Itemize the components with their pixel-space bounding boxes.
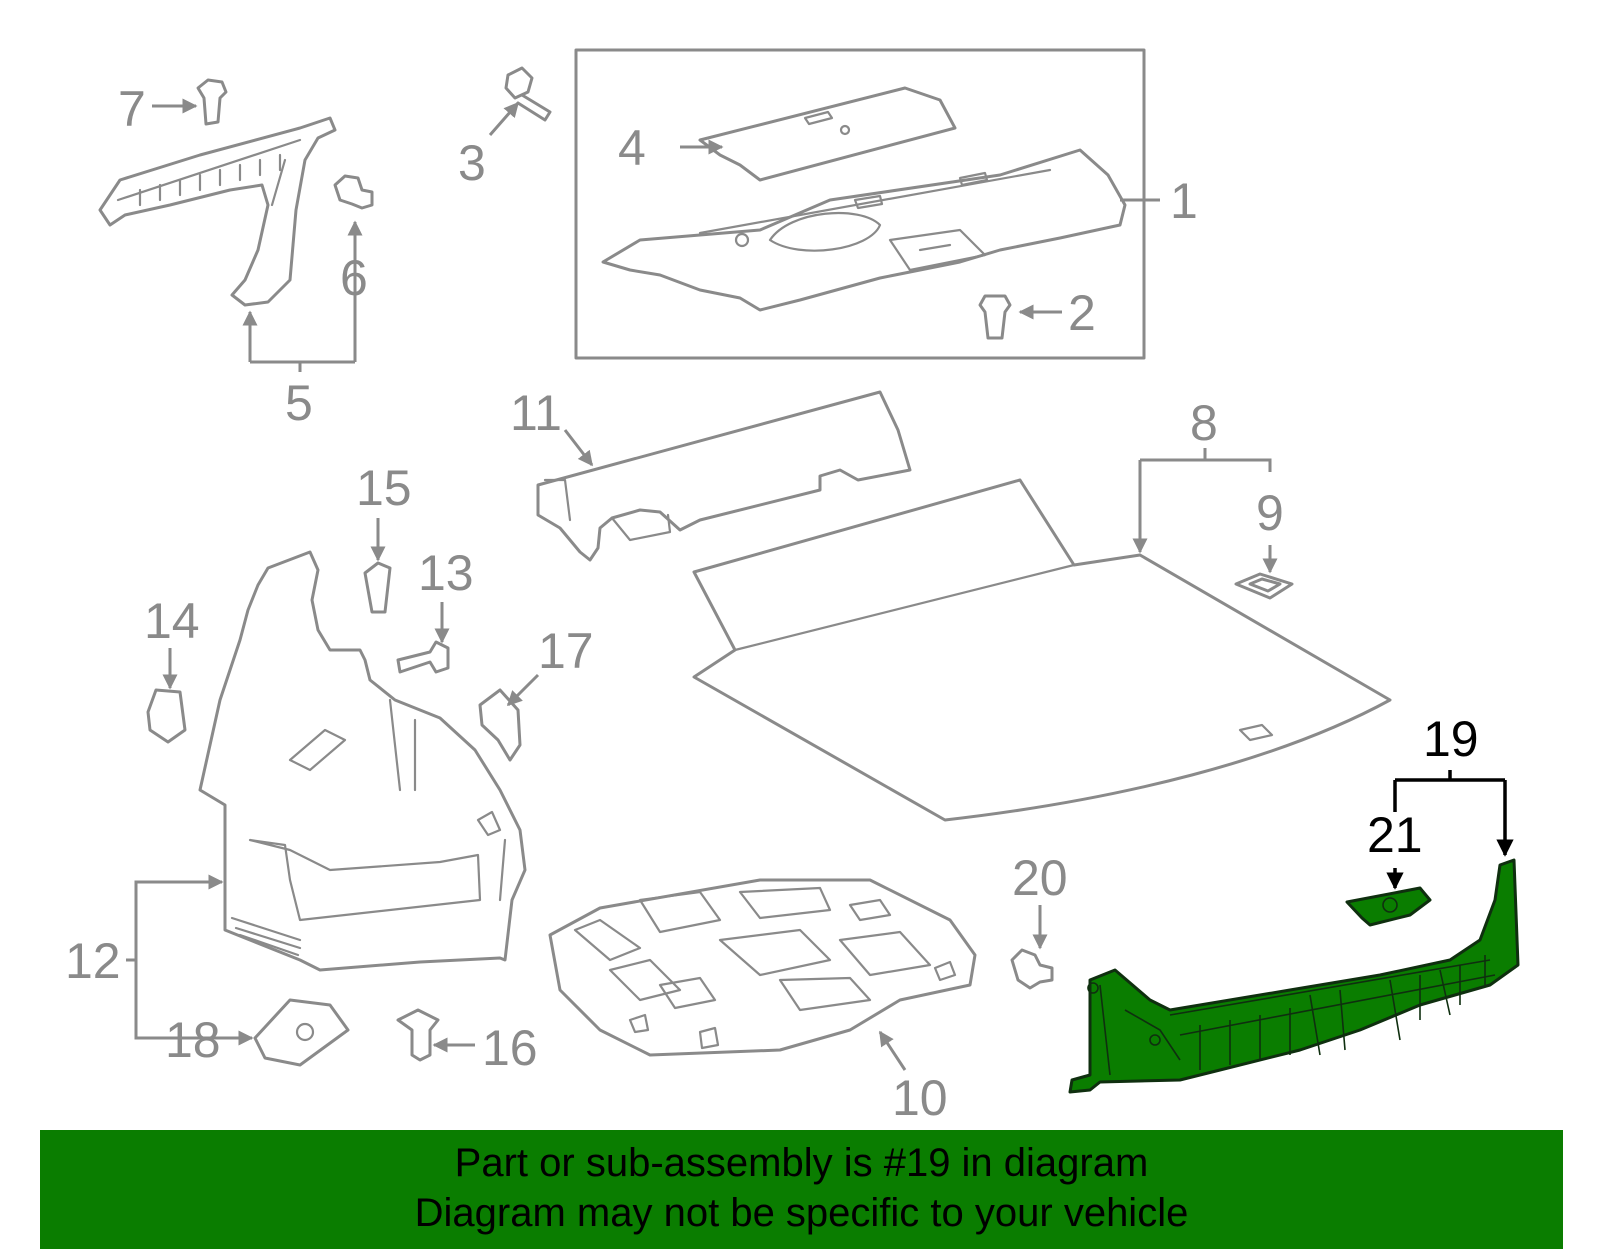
part-15-pin[interactable] bbox=[363, 561, 392, 614]
part-19-rear-sill-plate[interactable] bbox=[1068, 858, 1520, 1094]
part-8-cargo-mat[interactable] bbox=[692, 478, 1392, 822]
part-1-package-tray-trim[interactable] bbox=[601, 148, 1127, 312]
callout-2: 2 bbox=[1068, 285, 1096, 341]
part-13-screw[interactable] bbox=[396, 640, 450, 674]
part-5-bracket[interactable] bbox=[98, 116, 337, 307]
callout-10: 10 bbox=[892, 1070, 948, 1126]
info-banner: Part or sub-assembly is #19 in diagram D… bbox=[40, 1130, 1563, 1249]
banner-line-2: Diagram may not be specific to your vehi… bbox=[414, 1191, 1189, 1235]
callout-12: 12 bbox=[65, 933, 121, 989]
callout-11: 11 bbox=[510, 385, 562, 441]
callout-9: 9 bbox=[1256, 485, 1284, 541]
part-12-side-trim[interactable] bbox=[198, 550, 527, 972]
callout-4: 4 bbox=[618, 120, 646, 176]
callout-13: 13 bbox=[418, 545, 474, 601]
callout-3: 3 bbox=[458, 135, 486, 191]
part-16-clip[interactable] bbox=[396, 1008, 440, 1062]
callout-14: 14 bbox=[144, 593, 200, 649]
part-3-bolt[interactable] bbox=[504, 66, 552, 122]
callout-16: 16 bbox=[482, 1020, 538, 1076]
part-11-trim-panel[interactable] bbox=[536, 390, 912, 562]
callout-18: 18 bbox=[165, 1012, 221, 1068]
part-4-tray-panel[interactable] bbox=[698, 86, 957, 182]
part-1-group-box bbox=[574, 48, 1146, 360]
part-20-clip[interactable] bbox=[1010, 948, 1054, 990]
part-6-clip[interactable] bbox=[333, 174, 374, 210]
callout-6: 6 bbox=[340, 250, 368, 306]
callout-17: 17 bbox=[538, 623, 594, 679]
callout-5: 5 bbox=[285, 375, 313, 431]
part-2-clip[interactable] bbox=[978, 294, 1012, 340]
part-14-pad[interactable] bbox=[146, 688, 187, 744]
callout-20: 20 bbox=[1012, 850, 1068, 906]
callout-7: 7 bbox=[118, 81, 146, 137]
part-21-bracket[interactable] bbox=[1345, 886, 1432, 927]
callout-8: 8 bbox=[1190, 395, 1218, 451]
banner-line-1: Part or sub-assembly is #19 in diagram bbox=[454, 1141, 1149, 1185]
callout-19: 19 bbox=[1423, 711, 1479, 767]
callout-21: 21 bbox=[1367, 807, 1423, 863]
part-17-bracket[interactable] bbox=[478, 688, 522, 762]
part-9-clip[interactable] bbox=[1234, 572, 1294, 600]
callout-1: 1 bbox=[1170, 173, 1198, 229]
part-10-luggage-tray[interactable] bbox=[548, 878, 977, 1057]
part-18-pad[interactable] bbox=[253, 998, 350, 1067]
part-7-clip[interactable] bbox=[196, 78, 228, 126]
callout-15: 15 bbox=[356, 460, 412, 516]
